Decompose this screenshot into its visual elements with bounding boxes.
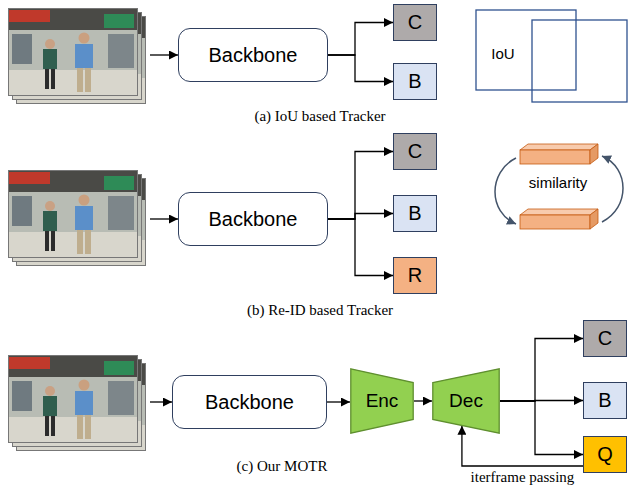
connector-arrow — [328, 214, 393, 220]
input-arrow — [150, 218, 178, 219]
output-box: C — [583, 320, 627, 357]
connector-arrow — [328, 55, 393, 82]
panel-caption: (b) Re-ID based Tracker — [247, 302, 393, 319]
photo-stack — [8, 8, 146, 104]
feature-bar — [520, 209, 598, 229]
node-label: Backbone — [205, 391, 294, 414]
connector-arrow — [328, 219, 393, 276]
node-label: Backbone — [209, 44, 298, 67]
photo-stack — [8, 355, 146, 451]
connector-arrow — [327, 401, 350, 402]
panel-caption: (c) Our MOTR — [237, 458, 328, 475]
node-label: B — [408, 70, 421, 93]
output-box: B — [393, 63, 437, 100]
video-frame — [8, 355, 138, 443]
similarity-label: similarity — [529, 174, 587, 191]
bar-front — [520, 215, 590, 229]
node-label: C — [408, 140, 422, 163]
output-box: R — [393, 257, 437, 294]
bar-front — [520, 150, 590, 164]
bar-side — [590, 144, 598, 164]
backbone-box: Backbone — [178, 28, 328, 82]
input-arrow — [150, 401, 172, 402]
node-label: Q — [597, 443, 613, 466]
bar-top — [520, 209, 598, 215]
connector-arrow — [328, 23, 393, 56]
input-arrow — [150, 54, 178, 55]
iou-box — [532, 20, 627, 102]
node-label: Dec — [449, 390, 483, 412]
connector-arrow — [328, 152, 393, 220]
photo-stack — [8, 170, 146, 266]
output-box: Q — [583, 436, 627, 473]
encoder-trapezoid: Enc — [350, 368, 414, 434]
node-label: B — [408, 202, 421, 225]
connector-arrow — [414, 400, 432, 401]
decoder-trapezoid: Dec — [432, 368, 500, 434]
node-label: Enc — [366, 390, 399, 412]
backbone-box: Backbone — [172, 375, 327, 429]
edge-label: iterframe passing — [469, 469, 577, 486]
iou-box — [476, 10, 576, 90]
panel-caption: (a) IoU based Tracker — [254, 108, 385, 125]
similarity-arrow — [602, 156, 623, 222]
output-box: C — [393, 4, 437, 41]
bar-side — [590, 209, 598, 229]
iou-label: IoU — [491, 45, 514, 62]
output-box: C — [393, 133, 437, 170]
backbone-box: Backbone — [178, 192, 328, 246]
node-label: B — [598, 389, 611, 412]
trapezoid-shape — [351, 369, 413, 433]
connector-arrow — [500, 339, 583, 402]
node-label: C — [408, 11, 422, 34]
connector-arrow — [462, 426, 583, 466]
output-box: B — [583, 382, 627, 419]
bar-top — [520, 144, 598, 150]
output-box: B — [393, 195, 437, 232]
feature-bar — [520, 144, 598, 164]
node-label: R — [408, 264, 422, 287]
node-label: C — [598, 327, 612, 350]
trapezoid-shape — [433, 369, 499, 433]
connectors — [327, 23, 583, 467]
similarity-arrow — [495, 158, 516, 224]
video-frame — [8, 170, 138, 258]
node-label: Backbone — [209, 208, 298, 231]
connector-arrow — [500, 401, 583, 455]
video-frame — [8, 8, 138, 96]
